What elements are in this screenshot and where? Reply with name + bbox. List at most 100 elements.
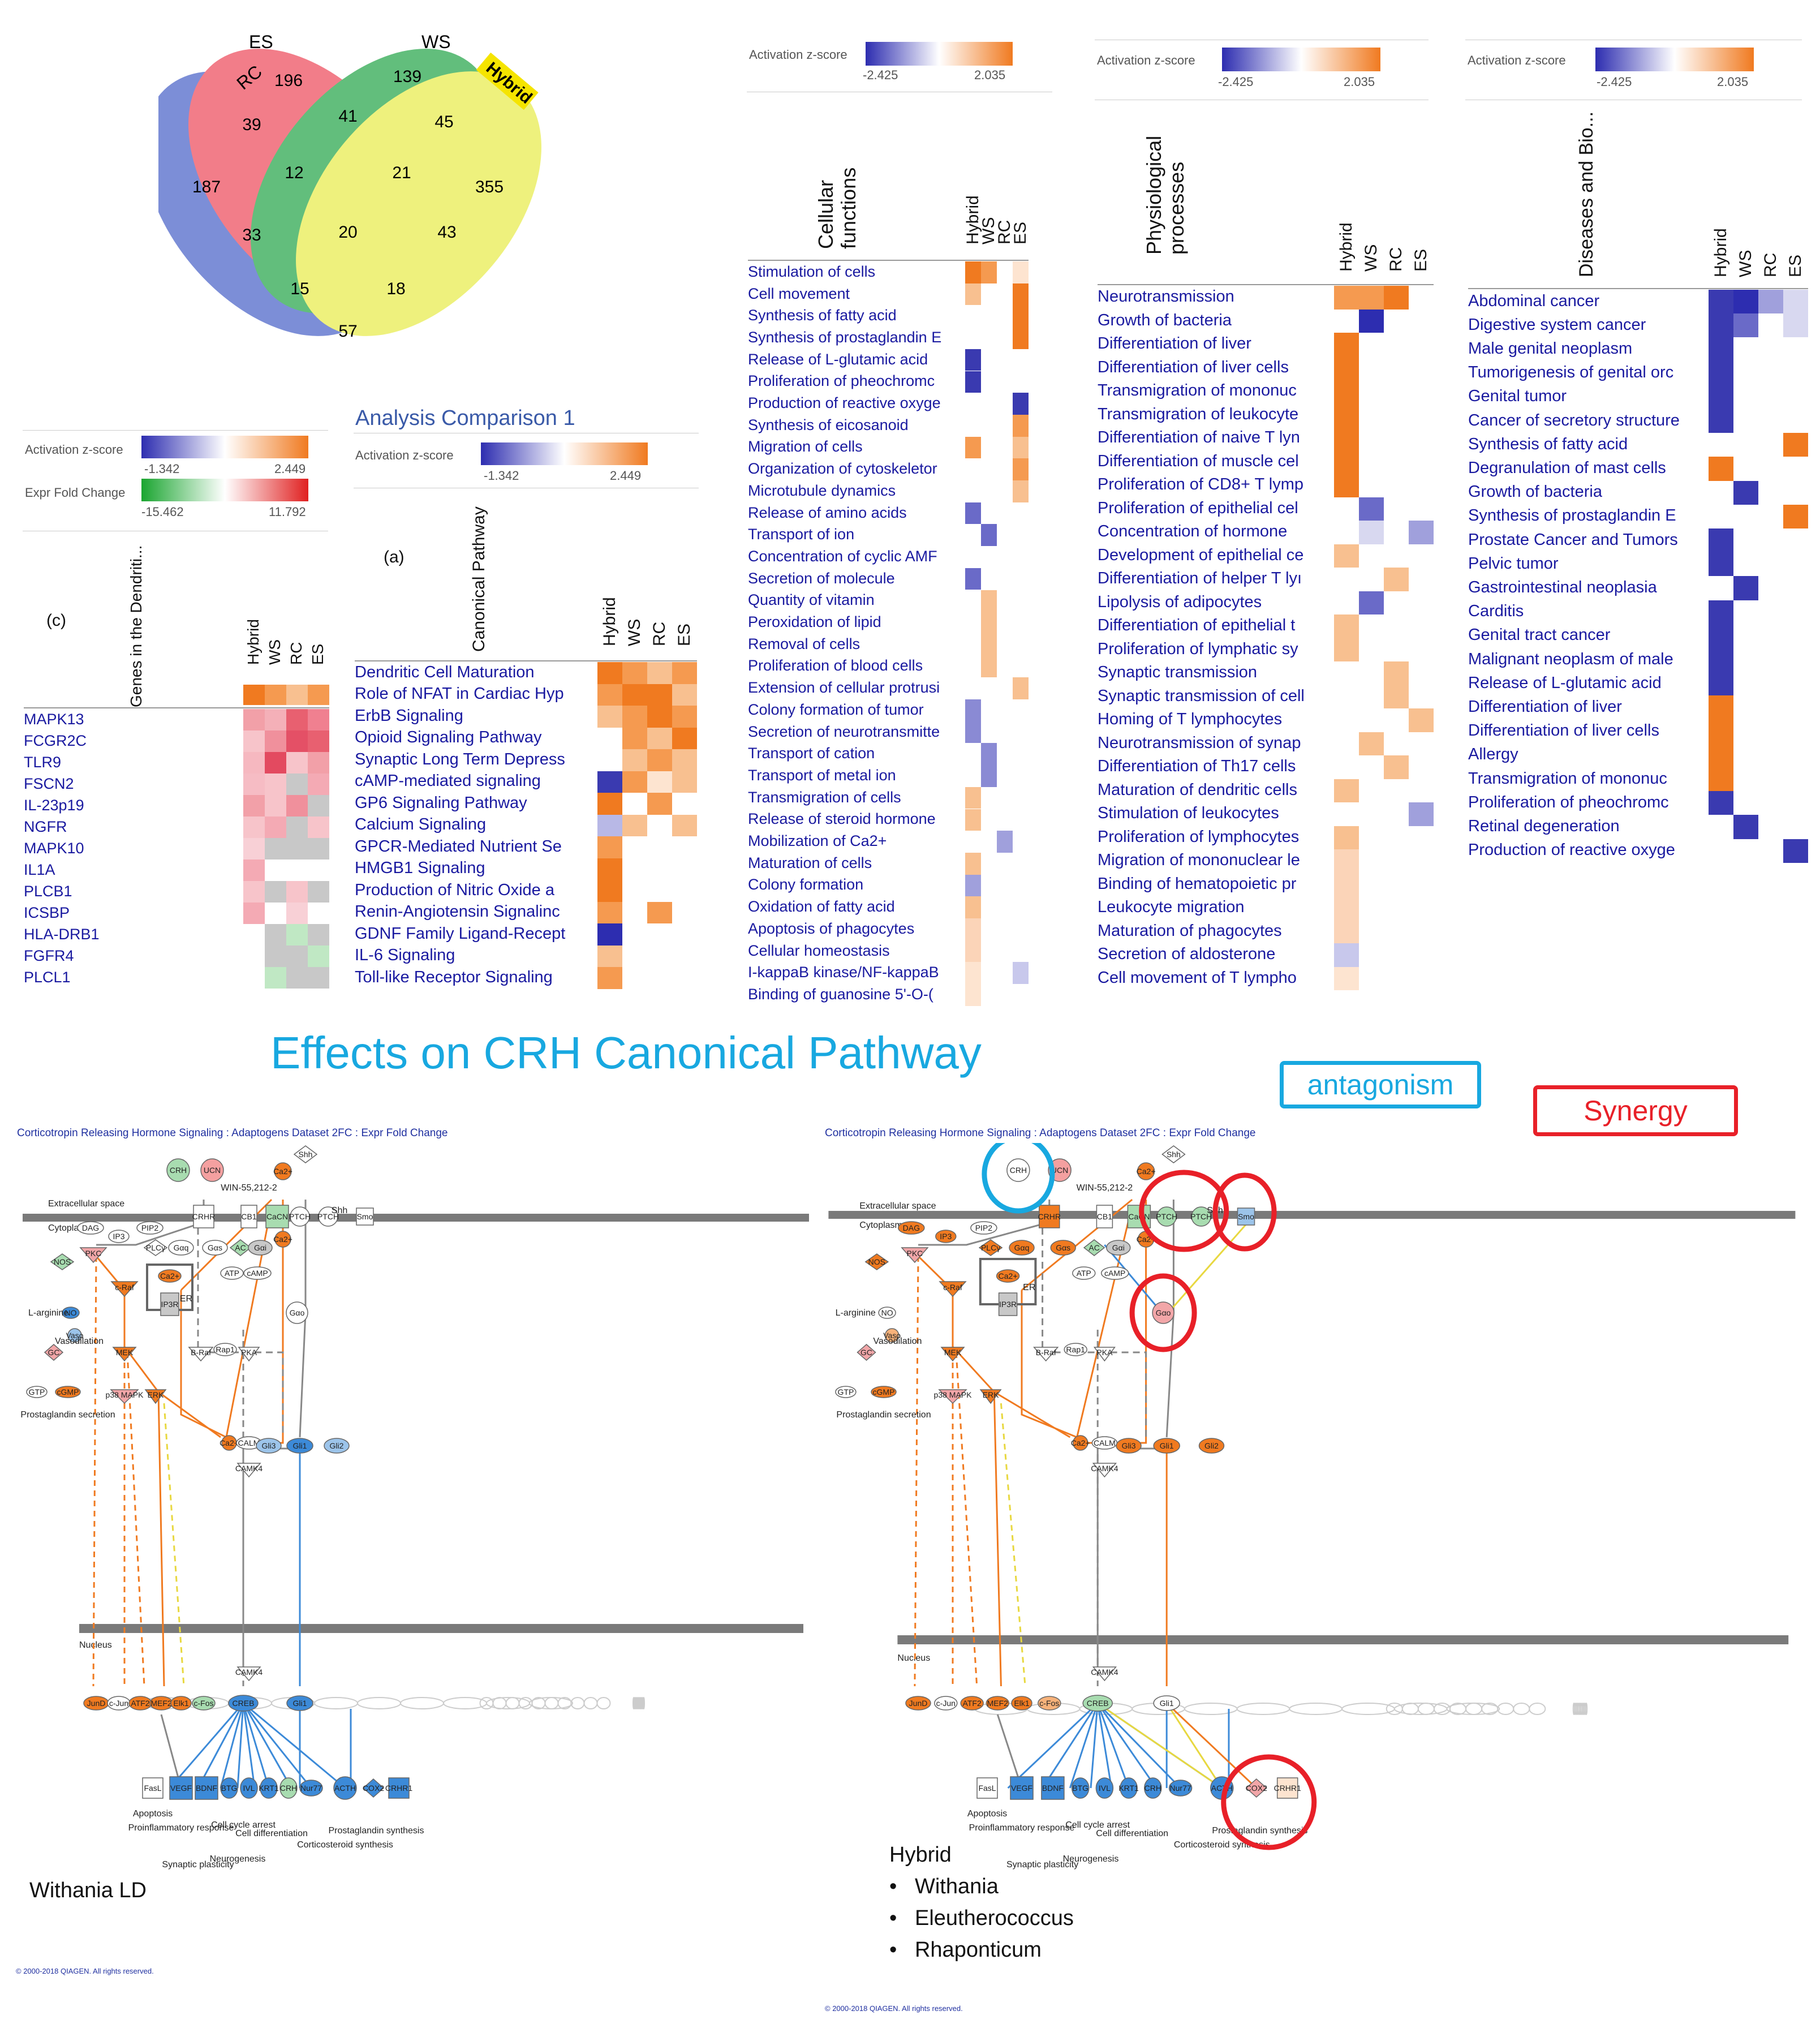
heatmap-cell[interactable] — [597, 814, 622, 836]
heatmap-cell[interactable] — [647, 923, 672, 946]
gene-node[interactable] — [864, 1253, 889, 1270]
heatmap-cell[interactable] — [672, 967, 697, 989]
gene-node[interactable] — [1083, 1239, 1105, 1256]
heatmap-cell[interactable] — [1709, 290, 1733, 314]
heatmap-cell[interactable] — [997, 721, 1013, 744]
heatmap-cell[interactable] — [1758, 576, 1783, 600]
heatmap-cell[interactable] — [1384, 591, 1409, 614]
row-label[interactable]: Carditis — [1468, 602, 1524, 621]
row-label[interactable]: Microtubule dynamics — [748, 482, 896, 499]
gene-node[interactable] — [1198, 1438, 1225, 1454]
gene-node[interactable] — [243, 1266, 272, 1280]
heatmap-cell[interactable] — [997, 305, 1013, 328]
heatmap-cell[interactable] — [308, 838, 329, 860]
heatmap-cell[interactable] — [265, 730, 286, 752]
heatmap-cell[interactable] — [1783, 552, 1808, 577]
row-label[interactable]: Pelvic tumor — [1468, 554, 1559, 573]
heatmap-cell[interactable] — [997, 524, 1013, 547]
row-label[interactable]: Synaptic Long Term Depress — [355, 750, 565, 768]
heatmap-cell[interactable] — [265, 773, 286, 795]
heatmap-cell[interactable] — [1709, 719, 1733, 744]
heatmap-cell[interactable] — [243, 709, 265, 730]
gene-node[interactable] — [1153, 1438, 1180, 1454]
heatmap-cell[interactable] — [1733, 337, 1758, 362]
heatmap-cell[interactable] — [997, 458, 1013, 480]
heatmap-cell[interactable] — [672, 901, 697, 923]
heatmap-cell[interactable] — [1758, 433, 1783, 457]
heatmap-cell[interactable] — [622, 814, 647, 836]
heatmap-cell[interactable] — [265, 903, 286, 924]
heatmap-cell[interactable] — [981, 743, 997, 766]
heatmap-cell[interactable] — [622, 662, 647, 684]
heatmap-cell[interactable] — [647, 749, 672, 771]
heatmap-cell[interactable] — [265, 752, 286, 773]
heatmap-cell[interactable] — [1758, 815, 1783, 839]
heatmap-cell[interactable] — [1384, 356, 1409, 380]
heatmap-cell[interactable] — [1013, 831, 1029, 853]
heatmap-cell[interactable] — [597, 662, 622, 684]
heatmap-cell[interactable] — [1409, 474, 1434, 497]
gene-node[interactable] — [1153, 1695, 1180, 1711]
heatmap-cell[interactable] — [1409, 309, 1434, 333]
heatmap-cell[interactable] — [1783, 576, 1808, 600]
heatmap-cell[interactable] — [672, 727, 697, 749]
heatmap-cell[interactable] — [597, 706, 622, 728]
heatmap-cell[interactable] — [965, 283, 981, 306]
gene-node[interactable] — [136, 1221, 164, 1235]
heatmap-cell[interactable] — [1334, 403, 1359, 427]
heatmap-cell[interactable] — [981, 349, 997, 371]
heatmap-cell[interactable] — [286, 752, 308, 773]
gene-node[interactable] — [1039, 1205, 1060, 1228]
heatmap-cell[interactable] — [1783, 743, 1808, 767]
heatmap-cell[interactable] — [308, 817, 329, 838]
heatmap-cell[interactable] — [1709, 313, 1733, 338]
row-label[interactable]: Genital tumor — [1468, 387, 1567, 406]
gene-node[interactable] — [238, 1347, 260, 1362]
heatmap-cell[interactable] — [1783, 504, 1808, 528]
heatmap-cell[interactable] — [1733, 504, 1758, 528]
gene-node[interactable] — [938, 1389, 967, 1404]
heatmap-cell[interactable] — [1733, 624, 1758, 648]
gene-node[interactable] — [286, 1695, 313, 1711]
heatmap-cell[interactable] — [1013, 524, 1029, 547]
row-label[interactable]: Differentiation of Th17 cells — [1098, 757, 1296, 776]
heatmap-cell[interactable] — [1409, 638, 1434, 661]
heatmap-cell[interactable] — [1709, 624, 1733, 648]
row-label[interactable]: FGFR4 — [24, 947, 74, 964]
heatmap-cell[interactable] — [1409, 403, 1434, 427]
heatmap-cell[interactable] — [1384, 521, 1409, 544]
heatmap-cell[interactable] — [1758, 290, 1783, 314]
row-label[interactable]: Calcium Signaling — [355, 815, 487, 834]
row-label[interactable]: MAPK10 — [24, 839, 84, 857]
row-label[interactable]: Differentiation of liver cells — [1468, 721, 1659, 740]
heatmap-cell[interactable] — [965, 831, 981, 853]
heatmap-cell[interactable] — [1733, 433, 1758, 457]
heatmap-cell[interactable] — [1359, 943, 1384, 967]
heatmap-cell[interactable] — [981, 568, 997, 590]
heatmap-cell[interactable] — [1384, 614, 1409, 638]
heatmap-cell[interactable] — [672, 858, 697, 880]
gene-node[interactable] — [1038, 1696, 1061, 1711]
heatmap-cell[interactable] — [965, 502, 981, 525]
heatmap-cell[interactable] — [1359, 638, 1384, 661]
gene-node[interactable] — [108, 1230, 130, 1243]
heatmap-cell[interactable] — [1013, 568, 1029, 590]
heatmap-cell[interactable] — [1334, 521, 1359, 544]
heatmap-cell[interactable] — [981, 371, 997, 393]
gene-node[interactable] — [290, 1206, 310, 1227]
row-label[interactable]: Proliferation of blood cells — [748, 657, 923, 674]
heatmap-cell[interactable] — [1409, 333, 1434, 356]
heatmap-cell[interactable] — [1359, 685, 1384, 708]
heatmap-cell[interactable] — [1359, 802, 1384, 826]
row-label[interactable]: Production of reactive oxygе — [1468, 841, 1675, 860]
gene-node[interactable] — [229, 1239, 252, 1256]
gene-node[interactable] — [168, 1240, 194, 1256]
heatmap-cell[interactable] — [1359, 427, 1384, 450]
heatmap-cell[interactable] — [1384, 286, 1409, 310]
row-label[interactable]: FSCN2 — [24, 775, 74, 792]
row-label[interactable]: Apoptosis of phagocytes — [748, 919, 915, 937]
row-label[interactable]: GP6 Signaling Pathway — [355, 793, 527, 812]
row-label[interactable]: Mobilization of Ca2+ — [748, 832, 887, 850]
heatmap-cell[interactable] — [981, 261, 997, 283]
gene-node[interactable] — [1152, 1301, 1174, 1324]
